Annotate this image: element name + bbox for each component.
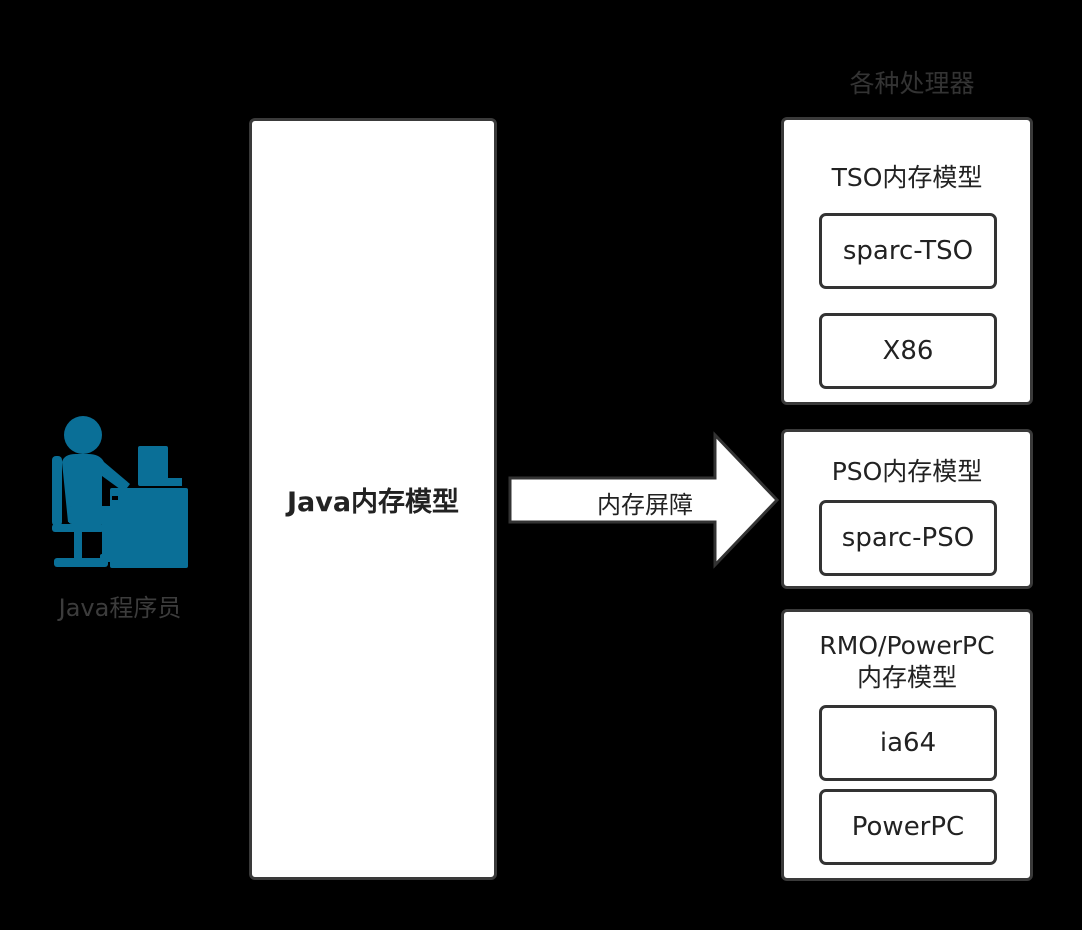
rmo-powerpc-group-title-line1: RMO/PowerPC — [819, 631, 995, 660]
processors-title: 各种处理器 — [849, 69, 975, 98]
tso-group-title: TSO内存模型 — [831, 163, 983, 192]
ia64-box: ia64 — [819, 705, 997, 781]
java-memory-model-box: Java内存模型 — [249, 118, 497, 880]
memory-barrier-arrow — [508, 431, 780, 569]
sparc-pso-box: sparc-PSO — [819, 500, 997, 576]
pso-group-box: PSO内存模型 sparc-PSO — [781, 429, 1033, 589]
rmo-powerpc-group-box: RMO/PowerPC 内存模型 ia64 PowerPC — [781, 609, 1033, 881]
java-memory-model-label: Java内存模型 — [286, 486, 460, 518]
powerpc-box: PowerPC — [819, 789, 997, 865]
memory-barrier-label: 内存屏障 — [597, 491, 693, 519]
tso-group-box: TSO内存模型 sparc-TSO X86 — [781, 117, 1033, 405]
x86-box: X86 — [819, 313, 997, 389]
pso-group-title: PSO内存模型 — [831, 457, 983, 486]
sparc-tso-box: sparc-TSO — [819, 213, 997, 289]
rmo-powerpc-group-title-line2: 内存模型 — [856, 663, 957, 692]
programmer-label: Java程序员 — [58, 594, 182, 622]
programmer-at-computer-icon — [52, 416, 188, 568]
